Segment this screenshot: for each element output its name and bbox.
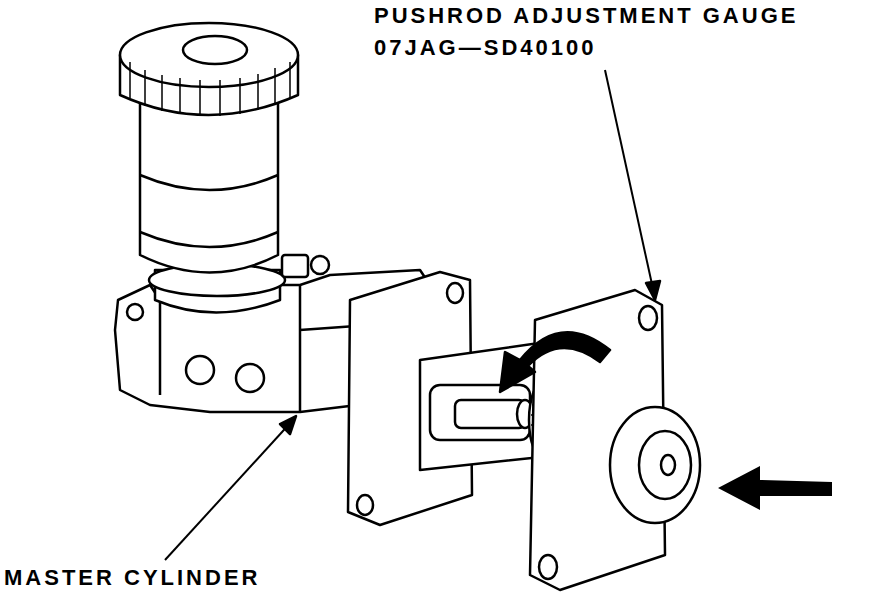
push-arrow: [718, 466, 832, 510]
flange-hole: [639, 306, 657, 330]
reservoir-cap-top: [120, 23, 298, 87]
leader-arrowhead: [280, 416, 296, 434]
part-number: 07JAG—SD40100: [372, 36, 598, 60]
pushrod: [455, 400, 525, 428]
reservoir-band: [140, 175, 278, 247]
port-plug: [236, 364, 264, 392]
port-plug: [186, 356, 214, 384]
gauge-slot: [430, 385, 530, 440]
gauge-boss: [610, 407, 700, 523]
mount-hole: [127, 304, 143, 320]
leader-line: [605, 70, 655, 298]
clamp-screw-head: [311, 256, 329, 274]
reservoir-cap-boss: [183, 36, 247, 64]
flange-hole: [357, 495, 373, 515]
flange-hole: [539, 555, 557, 579]
flange-hole: [447, 283, 463, 303]
gauge-pin: [661, 455, 675, 475]
cap-knurl: [130, 62, 290, 116]
rotation-arrow: [500, 332, 610, 392]
part-name: MASTER CYLINDER: [2, 566, 262, 590]
reservoir-body: [140, 100, 278, 273]
clamp-screw: [282, 255, 308, 277]
gauge-boss-inner: [639, 431, 691, 499]
part-name: PUSHROD ADJUSTMENT GAUGE: [372, 4, 800, 28]
leader-line: [165, 420, 293, 560]
leader-arrowhead: [646, 281, 660, 300]
